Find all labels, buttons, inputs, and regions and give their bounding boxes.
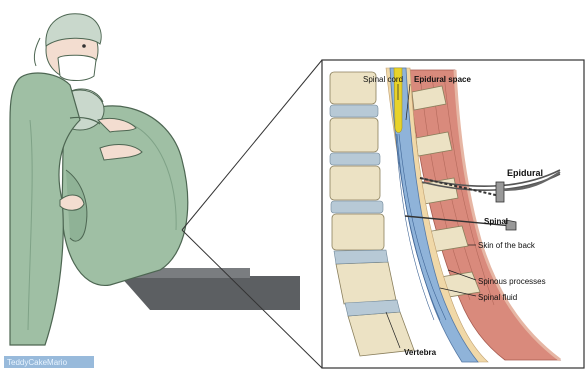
- watermark-text: TeddyCakeMario: [7, 358, 68, 367]
- zoom-line-top: [182, 60, 322, 230]
- vertebra-body: [330, 166, 380, 200]
- bed: [120, 276, 300, 310]
- anesthetist-eye: [82, 44, 86, 48]
- label-epidural: Epidural: [507, 168, 543, 178]
- label-spinal: Spinal: [484, 217, 508, 226]
- vertebra-body: [330, 118, 378, 152]
- procedure-scene: [10, 14, 300, 345]
- surgical-mask: [58, 55, 96, 80]
- epidural-hub: [496, 182, 504, 202]
- label-skin-of-back: Skin of the back: [478, 241, 536, 250]
- vertebra-body: [332, 214, 384, 250]
- cap-tie: [34, 38, 40, 66]
- spine-inset: Spinal cord Epidural space Epidural Spin…: [322, 60, 584, 368]
- vertebra-body: [336, 262, 396, 304]
- label-epidural-space: Epidural space: [414, 75, 471, 84]
- label-spinous-processes: Spinous processes: [478, 277, 546, 286]
- label-spinal-cord: Spinal cord: [363, 75, 403, 84]
- patient-foot: [60, 195, 84, 210]
- label-vertebra: Vertebra: [404, 348, 437, 357]
- label-spinal-fluid: Spinal fluid: [478, 293, 517, 302]
